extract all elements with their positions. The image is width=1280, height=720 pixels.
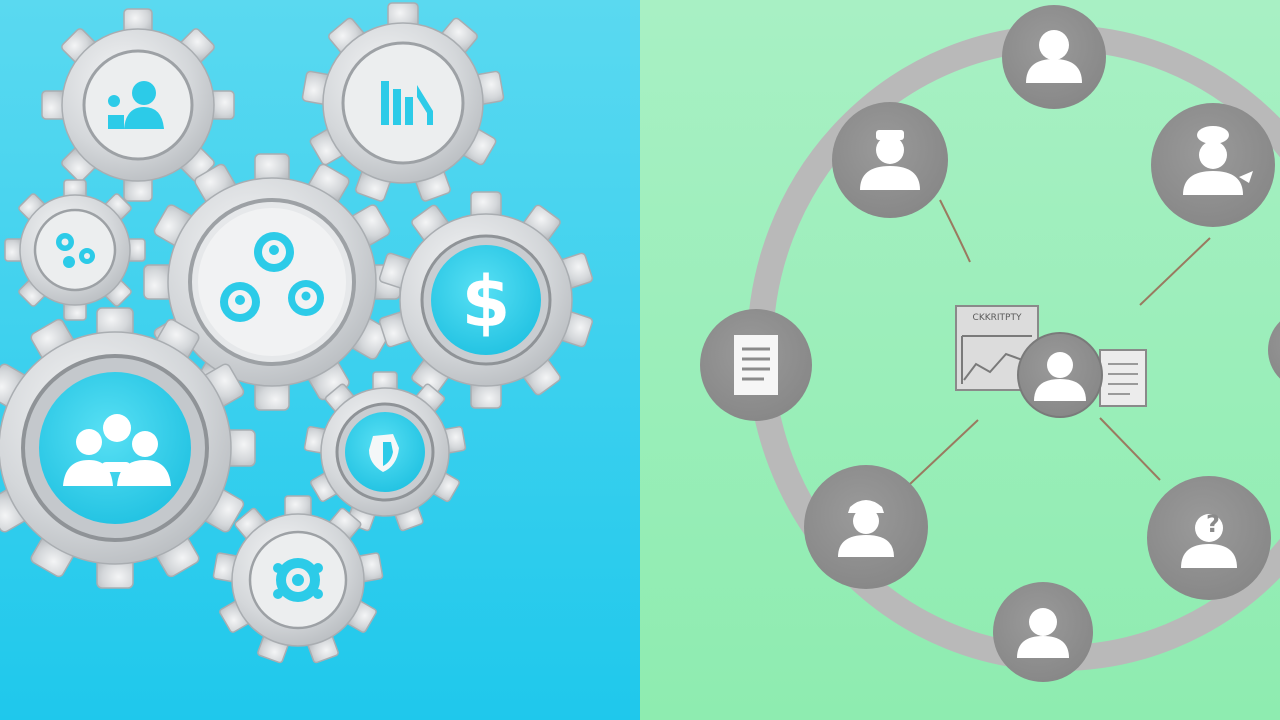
node-top bbox=[1002, 5, 1106, 109]
node-lower-left bbox=[804, 465, 928, 589]
node-upper-left bbox=[832, 102, 948, 218]
network-badge-icon bbox=[273, 558, 323, 602]
gear-chart bbox=[301, 2, 505, 202]
dollar-icon bbox=[431, 245, 541, 355]
team-cluster-icon bbox=[220, 232, 324, 322]
node-right-partial bbox=[1268, 321, 1280, 379]
node-left bbox=[700, 309, 812, 421]
document-icon bbox=[734, 335, 778, 395]
user-icon bbox=[1026, 30, 1082, 83]
connectors bbox=[909, 199, 1211, 485]
handshake-people-icon bbox=[63, 414, 171, 486]
node-upper-right bbox=[1151, 103, 1275, 227]
network-panel: CKKRITPTY bbox=[640, 0, 1280, 720]
gears-panel: $ bbox=[0, 0, 640, 720]
user-icon bbox=[1017, 608, 1069, 658]
gears-small-icon bbox=[56, 233, 95, 268]
gear-handshake bbox=[0, 307, 256, 589]
question-user-icon bbox=[1181, 514, 1237, 568]
shield-icon bbox=[369, 434, 399, 472]
gear-network bbox=[212, 495, 384, 664]
network-canvas: CKKRITPTY bbox=[640, 0, 1280, 720]
user-icon bbox=[1034, 352, 1086, 401]
node-bottom bbox=[993, 582, 1093, 682]
dollar-glyph: $ bbox=[462, 261, 511, 343]
person-at-desk-icon bbox=[108, 81, 164, 129]
center-card-title: CKKRITPTY bbox=[973, 313, 1022, 323]
node-lower-right: ? bbox=[1147, 476, 1271, 600]
gear-dollar: $ bbox=[378, 191, 594, 409]
question-glyph: ? bbox=[1206, 510, 1220, 538]
chart-bars-icon bbox=[381, 81, 433, 125]
gears-canvas: $ bbox=[0, 0, 640, 720]
worker-icon bbox=[860, 130, 920, 190]
center-doc bbox=[1099, 349, 1147, 407]
courier-icon bbox=[838, 500, 894, 557]
chef-icon bbox=[1183, 126, 1253, 195]
gear-small-settings bbox=[4, 179, 146, 321]
gear-shield bbox=[303, 371, 467, 532]
center-user-node bbox=[1017, 332, 1103, 418]
